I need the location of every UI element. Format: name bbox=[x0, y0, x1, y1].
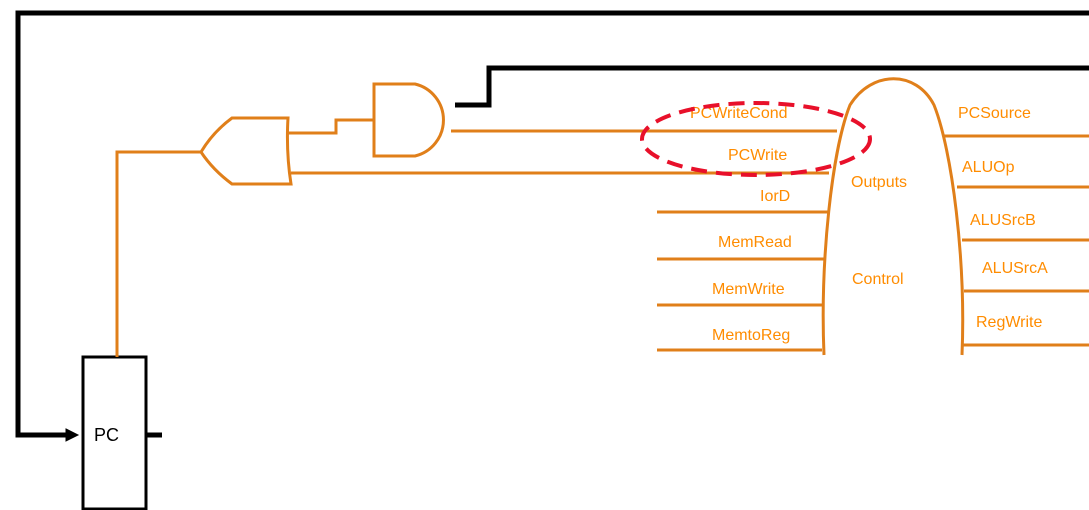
highlight-ellipse bbox=[640, 101, 872, 177]
signal-regwrite: RegWrite bbox=[976, 314, 1042, 331]
and-to-or-wire bbox=[288, 118, 374, 135]
left-signal-labels: PCWriteCond PCWrite IorD MemRead MemWrit… bbox=[690, 105, 792, 344]
signal-pcwritecond: PCWriteCond bbox=[690, 105, 788, 122]
signal-alusrcb: ALUSrcB bbox=[970, 212, 1036, 229]
top-feedback-wire bbox=[15, 10, 1089, 438]
black-wires bbox=[15, 10, 1089, 442]
signal-alusrca: ALUSrcA bbox=[982, 260, 1048, 277]
signal-pcsource: PCSource bbox=[958, 105, 1031, 122]
zero-flag-wire bbox=[455, 65, 1089, 108]
control-wires bbox=[115, 77, 1089, 357]
control-outputs-label: Outputs bbox=[851, 174, 907, 191]
signal-memwrite: MemWrite bbox=[712, 281, 785, 298]
or-gate bbox=[199, 116, 293, 186]
pc-register bbox=[81, 355, 148, 510]
or-to-pc-wire bbox=[115, 150, 201, 357]
signal-aluop: ALUOp bbox=[962, 159, 1015, 176]
and-gate bbox=[372, 82, 445, 158]
signal-pcwrite: PCWrite bbox=[728, 147, 787, 164]
signal-iord: IorD bbox=[760, 188, 790, 205]
pc-input-arrow bbox=[65, 428, 80, 442]
control-unit-body bbox=[821, 77, 965, 356]
signal-memtoreg: MemtoReg bbox=[712, 327, 790, 344]
control-name-label: Control bbox=[852, 271, 904, 288]
signal-memread: MemRead bbox=[718, 234, 792, 251]
pc-label: PC bbox=[94, 425, 119, 445]
right-signal-labels: PCSource ALUOp ALUSrcB ALUSrcA RegWrite bbox=[958, 105, 1048, 331]
